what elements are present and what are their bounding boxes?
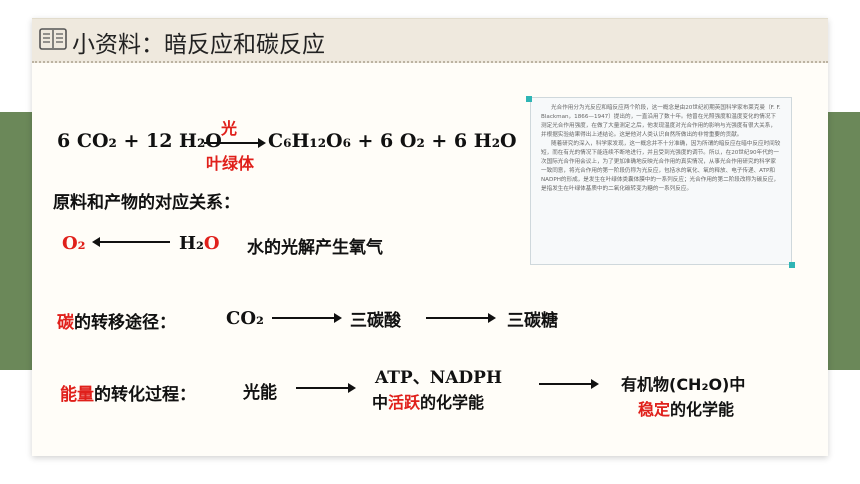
equation-reactants: 6 CO₂ + 12 H₂O xyxy=(57,130,222,152)
carbon-path-label: 碳的转移途径： xyxy=(57,313,176,333)
oxygen-product: O₂ xyxy=(62,233,86,254)
equation-light-label: 光 xyxy=(221,119,238,138)
water-source: H₂O xyxy=(179,233,220,254)
carbon-arrow-2 xyxy=(426,313,496,323)
energy-arrow-2 xyxy=(539,379,599,389)
energy-arrow-1 xyxy=(296,383,356,393)
energy-step-light: 光能 xyxy=(243,383,277,403)
relation-title: 原料和产物的对应关系： xyxy=(53,193,240,213)
note-corner-top-left xyxy=(526,96,532,102)
note-paragraph-2: 随着研究的深入，科学家发现，这一概念并不十分准确，因为所谓的暗反应在暗中反应时间… xyxy=(541,141,781,192)
carbon-step-c3-acid: 三碳酸 xyxy=(350,311,401,331)
energy-step-stable-chemical: 稳定的化学能 xyxy=(638,400,735,419)
carbon-step-c3-sugar: 三碳糖 xyxy=(507,311,558,331)
reference-note: 光合作用分为光反应和暗反应两个阶段，这一概念是由20世纪初期英国科学家布莱克曼（… xyxy=(530,97,792,265)
energy-step-organic: 有机物(CH₂O)中 xyxy=(621,375,746,394)
slide-header: 小资料：暗反应和碳反应 xyxy=(32,18,828,63)
carbon-step-co2: CO₂ xyxy=(226,308,264,329)
energy-path-label: 能量的转化过程： xyxy=(60,385,196,405)
energy-step-atp: ATP、NADPH xyxy=(375,368,503,388)
equation-chloroplast-label: 叶绿体 xyxy=(206,154,255,173)
water-photolysis-note: 水的光解产生氧气 xyxy=(247,238,383,258)
page-title: 小资料：暗反应和碳反应 xyxy=(72,32,325,58)
oxygen-arrow xyxy=(92,237,170,247)
note-corner-bottom-right xyxy=(789,262,795,268)
carbon-arrow-1 xyxy=(272,313,342,323)
equation-products: C₆H₁₂O₆ + 6 O₂ + 6 H₂O xyxy=(268,130,517,152)
energy-step-active-chemical: 中活跃的化学能 xyxy=(372,393,485,412)
book-icon xyxy=(39,28,67,50)
note-paragraph-1: 光合作用分为光反应和暗反应两个阶段，这一概念是由20世纪初期英国科学家布莱克曼（… xyxy=(541,105,781,138)
equation-arrow xyxy=(204,138,266,148)
